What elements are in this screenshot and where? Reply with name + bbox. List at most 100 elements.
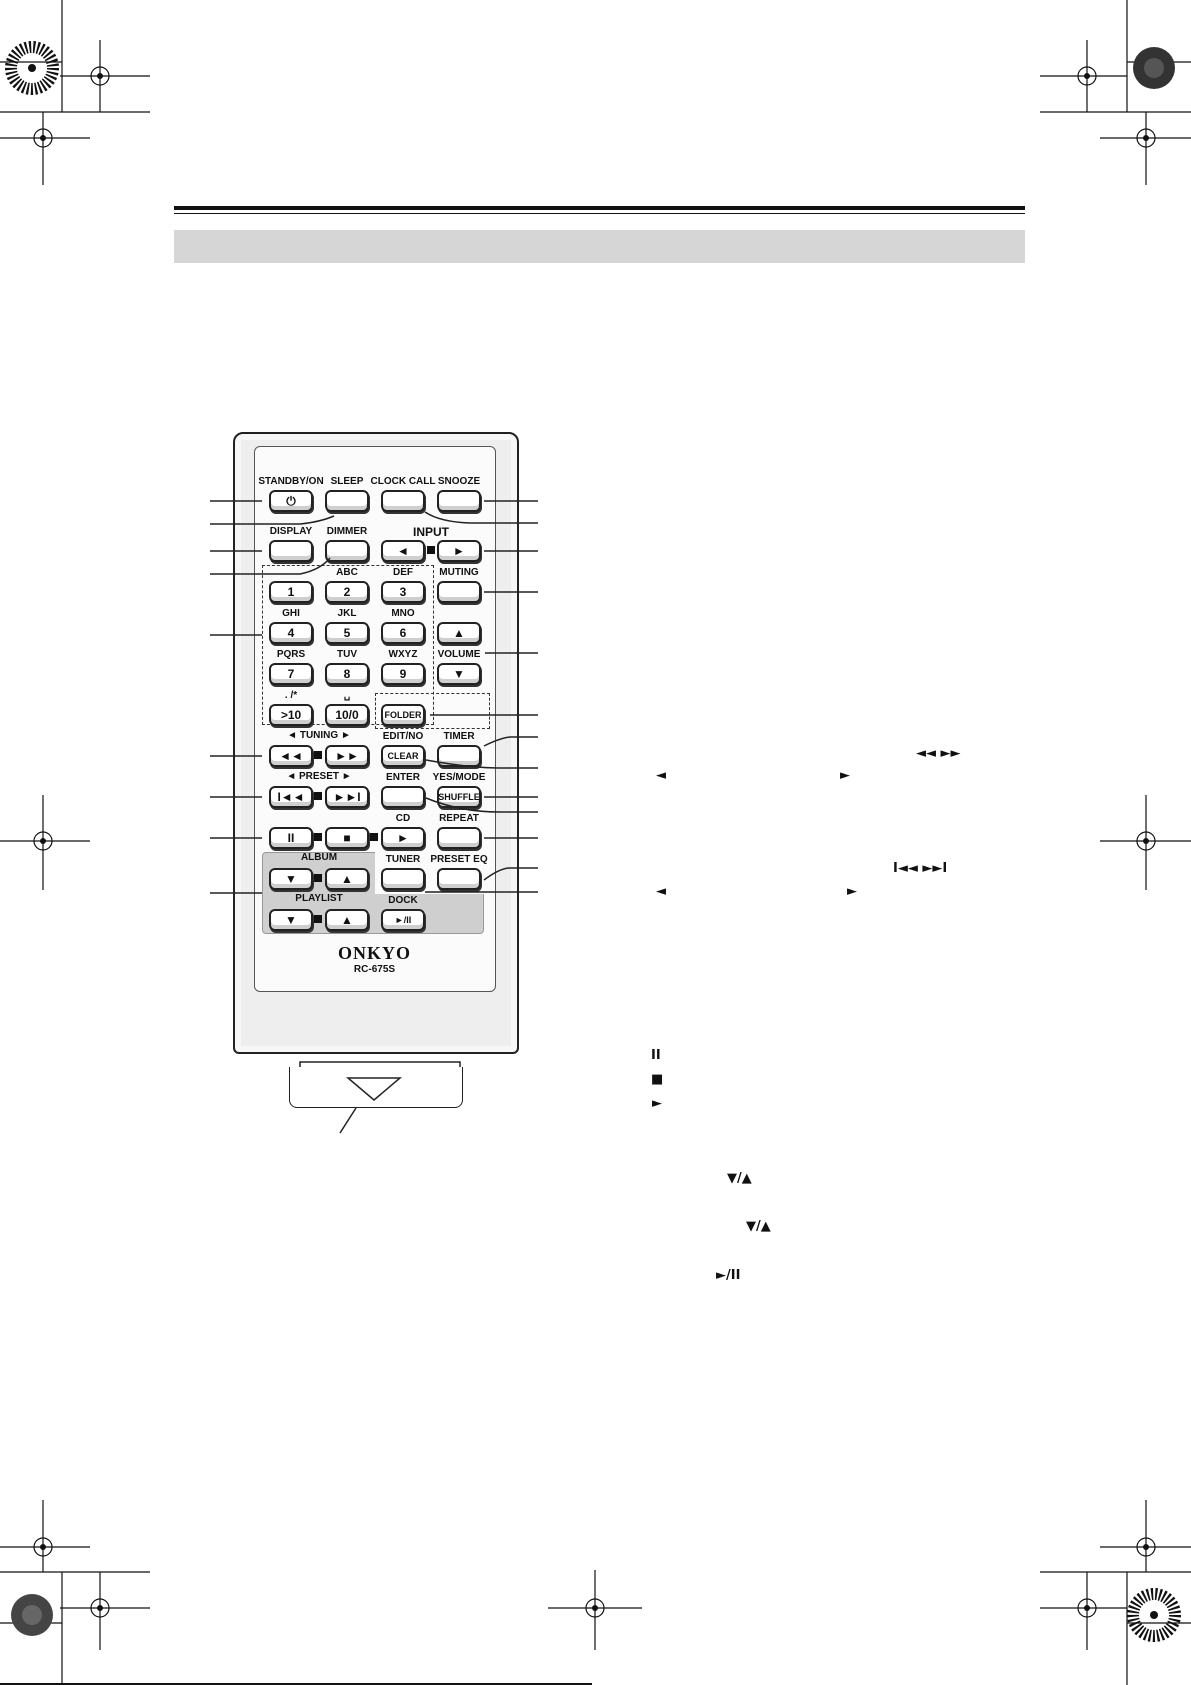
play-symbol: ► <box>652 1096 662 1111</box>
dock-label: DOCK <box>388 895 418 906</box>
transport-joiner-1 <box>314 833 322 841</box>
num3-button[interactable]: 3 <box>381 581 425 603</box>
num10-button[interactable]: 10/0 <box>325 704 369 726</box>
dimmer-label: DIMMER <box>326 526 368 537</box>
num6-button[interactable]: 6 <box>381 622 425 644</box>
vol-down-label: VOLUME <box>437 649 481 660</box>
num7-button[interactable]: 7 <box>269 663 313 685</box>
num2-label: ABC <box>336 567 358 578</box>
clear-button[interactable]: CLEAR <box>381 745 425 767</box>
snooze-label: SNOOZE <box>437 476 481 487</box>
playlist-arrow-symbols: ▼/▲ <box>746 1219 771 1234</box>
preset-label: ◄ PRESET ► <box>286 771 352 782</box>
repeat-button[interactable] <box>437 827 481 849</box>
muting-button[interactable] <box>437 581 481 603</box>
header-rule-thin <box>174 213 1025 214</box>
vol-down-button[interactable]: ▼ <box>437 663 481 685</box>
vol-up-button[interactable]: ▲ <box>437 622 481 644</box>
play-button[interactable]: ► <box>381 827 425 849</box>
num9-label: WXYZ <box>388 649 418 660</box>
enter-button[interactable] <box>381 786 425 808</box>
model-number: RC-675S <box>353 964 396 975</box>
folder-button[interactable]: FOLDER <box>381 704 425 726</box>
pause-button[interactable]: II <box>269 827 313 849</box>
standby-label: STANDBY/ON <box>258 476 324 487</box>
dock-play-symbol: ►/II <box>716 1268 741 1283</box>
dock-button[interactable]: ►/II <box>381 909 425 931</box>
preset-next-button[interactable]: ►►I <box>325 786 369 808</box>
clear-label: EDIT/NO <box>382 731 424 742</box>
playlist-down-button[interactable]: ▼ <box>269 909 313 931</box>
brand-logo: ONKYO <box>337 943 411 963</box>
num3-label: DEF <box>393 567 413 578</box>
num5-label: JKL <box>337 608 357 619</box>
tuner-button[interactable] <box>381 868 425 890</box>
battery-cover <box>289 1067 463 1108</box>
sleep-label: SLEEP <box>330 476 364 487</box>
num1-button[interactable]: 1 <box>269 581 313 603</box>
timer-label: TIMER <box>443 731 475 742</box>
stop-button[interactable]: ■ <box>325 827 369 849</box>
input-left-button[interactable]: ◄ <box>381 540 425 562</box>
playlist-label: PLAYLIST <box>295 893 343 904</box>
tuner-label: TUNER <box>385 854 421 865</box>
album-arrow-symbols: ▼/▲ <box>727 1171 752 1186</box>
right-arrow-symbol-2: ► <box>847 884 857 899</box>
num5-button[interactable]: 5 <box>325 622 369 644</box>
right-arrow-symbol: ► <box>840 768 850 783</box>
section-heading-band <box>174 230 1025 263</box>
input-right-button[interactable]: ► <box>437 540 481 562</box>
num10-label: ␣ <box>343 690 351 701</box>
preset-eq-label: PRESET EQ <box>430 854 488 865</box>
shuffle-button[interactable]: SHUFFLE <box>437 786 481 808</box>
num8-label: TUV <box>337 649 357 660</box>
shuffle-label: YES/MODE <box>432 772 486 783</box>
num7-label: PQRS <box>276 649 306 660</box>
input-joiner <box>427 546 435 554</box>
playlist-up-button[interactable]: ▲ <box>325 909 369 931</box>
sleep-button[interactable] <box>325 490 369 512</box>
repeat-label: REPEAT <box>439 813 479 824</box>
clock-call-label: CLOCK CALL <box>370 476 436 487</box>
standby-button[interactable]: ⏻ <box>269 490 313 512</box>
display-button[interactable] <box>269 540 313 562</box>
album-joiner <box>314 874 322 882</box>
album-label: ALBUM <box>300 852 338 863</box>
tune-rew-button[interactable]: ◄◄ <box>269 745 313 767</box>
gt10-label: . /* <box>284 690 298 701</box>
num4-button[interactable]: 4 <box>269 622 313 644</box>
input-label: INPUT <box>413 525 449 539</box>
display-label: DISPLAY <box>269 526 313 537</box>
dimmer-button[interactable] <box>325 540 369 562</box>
album-down-button[interactable]: ▼ <box>269 868 313 890</box>
tuning-label: ◄ TUNING ► <box>287 730 351 741</box>
rew-ff-symbols: ◄◄ ►► <box>916 746 961 761</box>
stop-symbol: ■ <box>651 1072 664 1087</box>
num8-button[interactable]: 8 <box>325 663 369 685</box>
tuning-joiner <box>314 751 322 759</box>
preset-prev-button[interactable]: I◄◄ <box>269 786 313 808</box>
preset-eq-button[interactable] <box>437 868 481 890</box>
snooze-button[interactable] <box>437 490 481 512</box>
num2-button[interactable]: 2 <box>325 581 369 603</box>
tune-ff-button[interactable]: ►► <box>325 745 369 767</box>
num9-button[interactable]: 9 <box>381 663 425 685</box>
playlist-joiner <box>314 915 322 923</box>
timer-button[interactable] <box>437 745 481 767</box>
preset-joiner <box>314 792 322 800</box>
header-rule <box>174 206 1025 210</box>
clock-call-button[interactable] <box>381 490 425 512</box>
album-up-button[interactable]: ▲ <box>325 868 369 890</box>
left-arrow-symbol: ◄ <box>656 768 666 783</box>
enter-label: ENTER <box>386 772 420 783</box>
muting-label: MUTING <box>439 567 479 578</box>
folder-frame <box>375 693 490 729</box>
left-arrow-symbol-2: ◄ <box>656 884 666 899</box>
skip-symbols: I◄◄ ►►I <box>893 861 948 876</box>
gt10-button[interactable]: >10 <box>269 704 313 726</box>
num4-label: GHI <box>282 608 300 619</box>
pause-symbol: II <box>651 1048 661 1063</box>
transport-joiner-2 <box>370 833 378 841</box>
